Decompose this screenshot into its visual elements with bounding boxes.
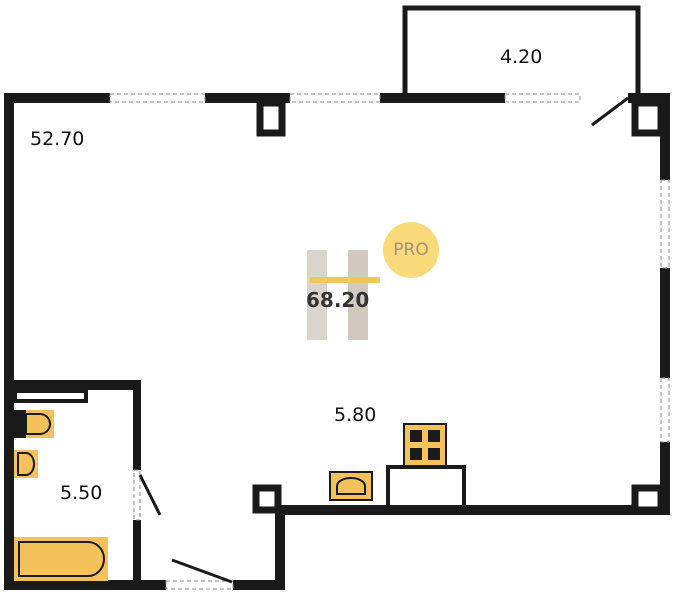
kitchen-area-label: 5.80 xyxy=(334,404,377,426)
doors xyxy=(138,96,629,584)
pro-badge: PRO xyxy=(383,222,439,278)
balcony xyxy=(402,5,641,95)
bathroom-area-label: 5.50 xyxy=(60,482,103,504)
balcony-area-label: 4.20 xyxy=(500,46,543,68)
kitchen-counter xyxy=(386,465,466,510)
kitchen-sink-icon xyxy=(329,471,373,501)
pillars xyxy=(252,99,665,514)
bathroom-shelf xyxy=(13,389,88,403)
stove-icon xyxy=(403,423,447,467)
total-area: 68.20 xyxy=(306,288,370,312)
watermark-logo xyxy=(307,250,380,340)
toilet-icon xyxy=(14,410,54,438)
walls xyxy=(4,93,670,590)
bathtub-icon xyxy=(14,537,108,581)
sink-icon xyxy=(14,450,38,478)
windows xyxy=(109,93,670,590)
living-area-label: 52.70 xyxy=(30,128,85,150)
